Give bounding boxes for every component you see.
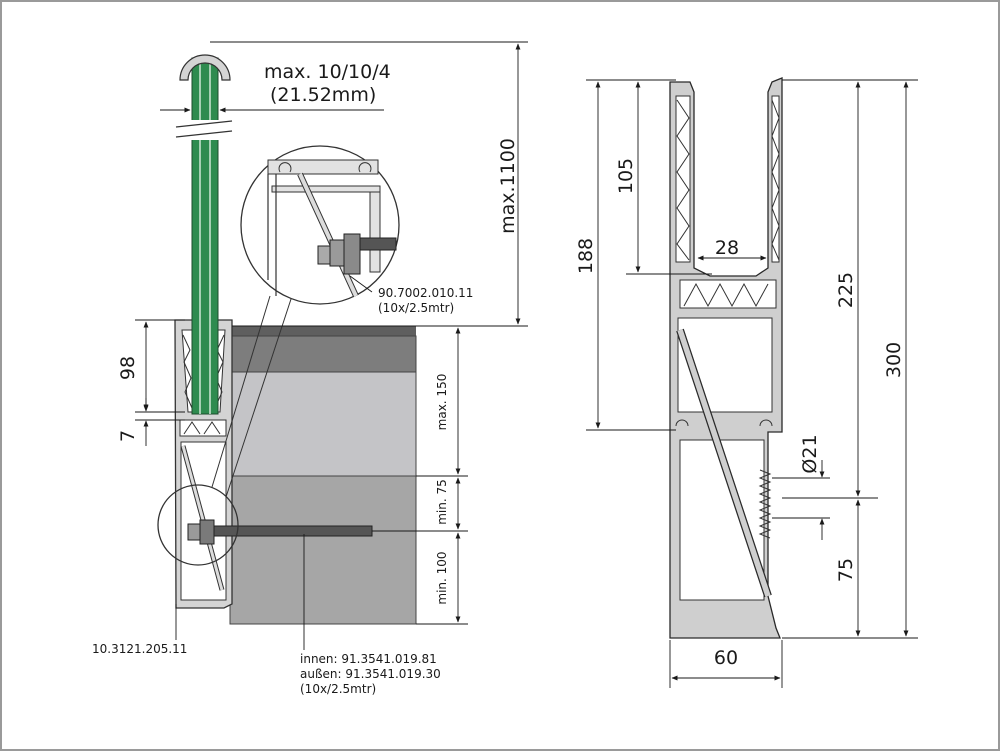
dim-300-label: 300 [883,342,905,378]
dim-105-label: 105 [615,158,637,194]
dim-75-label: 75 [835,558,857,582]
height-max-label: max.1100 [497,138,519,234]
dim-diameter21-label: Ø21 [799,434,821,473]
detail-circle-small [157,295,293,566]
left-dimension-lines [135,41,528,650]
detail-circle-large [240,145,400,305]
dim-7-label: 7 [117,430,139,442]
dim-min75-label: min. 75 [435,479,449,525]
dim-28-label: 28 [715,237,739,259]
clamp-part-number: 90.7002.010.11 [378,286,473,300]
profile-part-number: 10.3121.205.11 [92,642,187,656]
dim-225-label: 225 [835,272,857,308]
anchor-outer-part: außen: 91.3541.019.30 [300,667,441,681]
dim-188-label: 188 [575,238,597,274]
glass-spec-line2: (21.52mm) [270,84,376,106]
right-dimension-lines [586,79,918,688]
glass-panel [175,54,233,415]
anchor-pack-size: (10x/2.5mtr) [300,682,376,696]
glass-spec-line1: max. 10/10/4 [264,61,391,83]
dim-98-label: 98 [117,356,139,380]
dim-60-label: 60 [714,647,738,669]
dim-min100-label: min. 100 [435,551,449,604]
profile-drawing [669,77,783,639]
dim-max150-label: max. 150 [435,374,449,431]
wall-block [229,326,417,625]
anchor-inner-part: innen: 91.3541.019.81 [300,652,437,666]
clamp-pack-size: (10x/2.5mtr) [378,301,454,315]
